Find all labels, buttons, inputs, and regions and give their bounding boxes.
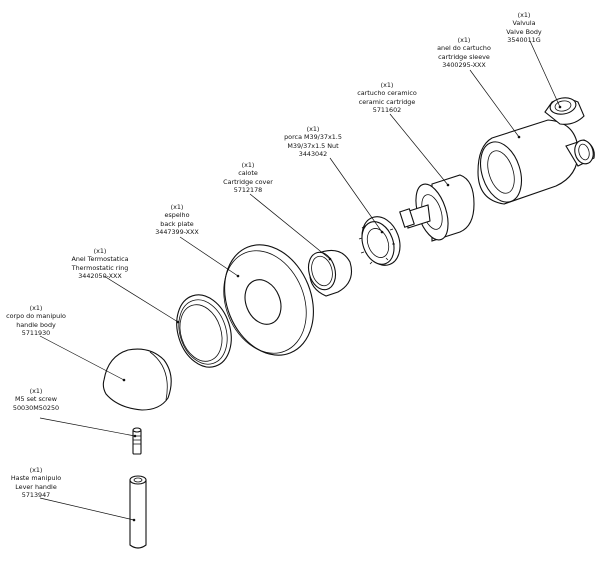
label-code: 5711930 — [21, 328, 51, 337]
label-en: Valve Body — [506, 27, 542, 36]
handle-body-label: (x1) corpo do manipulo handle body 57119… — [6, 304, 66, 337]
valve-body-part — [477, 97, 595, 205]
label-code: 5713947 — [21, 490, 51, 499]
label-pt: anel do cartucho — [437, 44, 491, 53]
thermostatic-ring-label: (x1) Anel Termostatica Thermostatic ring… — [71, 247, 128, 280]
label-pt: espelho — [164, 211, 190, 220]
label-qty: (x1) — [93, 247, 107, 255]
label-code: 3400295-XXX — [442, 60, 486, 69]
back-plate-label: (x1) espelho back plate 3447399-XXX — [155, 203, 199, 236]
label-en: Cartridge cover — [223, 177, 273, 186]
label-qty: (x1) — [29, 304, 43, 312]
label-code: 5712178 — [233, 185, 263, 194]
ceramic-cartridge-part — [399, 174, 475, 242]
label-pt: cartucho ceramico — [357, 89, 417, 98]
lever-handle-part — [129, 475, 147, 549]
nut-label: (x1) porca M39/37x1.5 M39/37x1.5 Nut 344… — [284, 125, 342, 158]
label-qty: (x1) — [306, 125, 320, 133]
label-pt: Anel Termostatica — [71, 255, 129, 264]
set-screw-part — [132, 427, 142, 455]
cartridge-cover-label: (x1) calote Cartridge cover 5712178 — [223, 161, 273, 194]
handle-body-part — [102, 348, 172, 411]
label-qty: (x1) — [170, 203, 184, 211]
label-code: 3540011G — [507, 35, 541, 44]
label-en: back plate — [160, 219, 194, 228]
cartridge-sleeve-label: (x1) anel do cartucho cartridge sleeve 3… — [437, 36, 491, 69]
lever-handle-label: (x1) Haste manipulo Lever handle 5713947 — [11, 466, 61, 499]
leader-lines — [39, 40, 562, 522]
label-pt: corpo do manipulo — [6, 312, 66, 321]
cartridge-cover-part — [307, 249, 353, 297]
label-pt: Haste manipulo — [10, 474, 62, 483]
label-en: handle body — [16, 320, 56, 329]
set-screw-label: (x1) M5 set screw 50030M50250 — [13, 387, 59, 412]
label-en: Thermostatic ring — [71, 263, 129, 272]
back-plate-part — [223, 244, 314, 356]
label-en: ceramic cartridge — [358, 97, 416, 106]
thermostatic-ring-part — [176, 294, 232, 368]
label-code: 50030M50250 — [12, 403, 60, 412]
label-pt: calote — [238, 169, 258, 178]
label-qty: (x1) — [457, 36, 471, 44]
label-pt: M5 set screw — [15, 395, 57, 404]
valve-body-label: (x1) Valvula Valve Body 3540011G — [506, 11, 541, 44]
label-en: cartridge sleeve — [438, 52, 490, 61]
label-en: M39/37x1.5 Nut — [287, 141, 339, 150]
label-code: 5711602 — [372, 105, 402, 114]
label-en: Lever handle — [15, 482, 57, 491]
label-pt: Valvula — [512, 19, 536, 28]
label-qty: (x1) — [380, 81, 394, 89]
label-code: 3443042 — [298, 149, 328, 158]
label-qty: (x1) — [29, 466, 43, 474]
label-code: 3442050-XXX — [78, 271, 122, 280]
nut-part — [358, 216, 401, 266]
label-qty: (x1) — [29, 387, 43, 395]
label-qty: (x1) — [517, 11, 531, 19]
label-pt: porca M39/37x1.5 — [284, 133, 342, 142]
label-qty: (x1) — [241, 161, 255, 169]
ceramic-cartridge-label: (x1) cartucho ceramico ceramic cartridge… — [357, 81, 417, 114]
label-code: 3447399-XXX — [155, 227, 199, 236]
